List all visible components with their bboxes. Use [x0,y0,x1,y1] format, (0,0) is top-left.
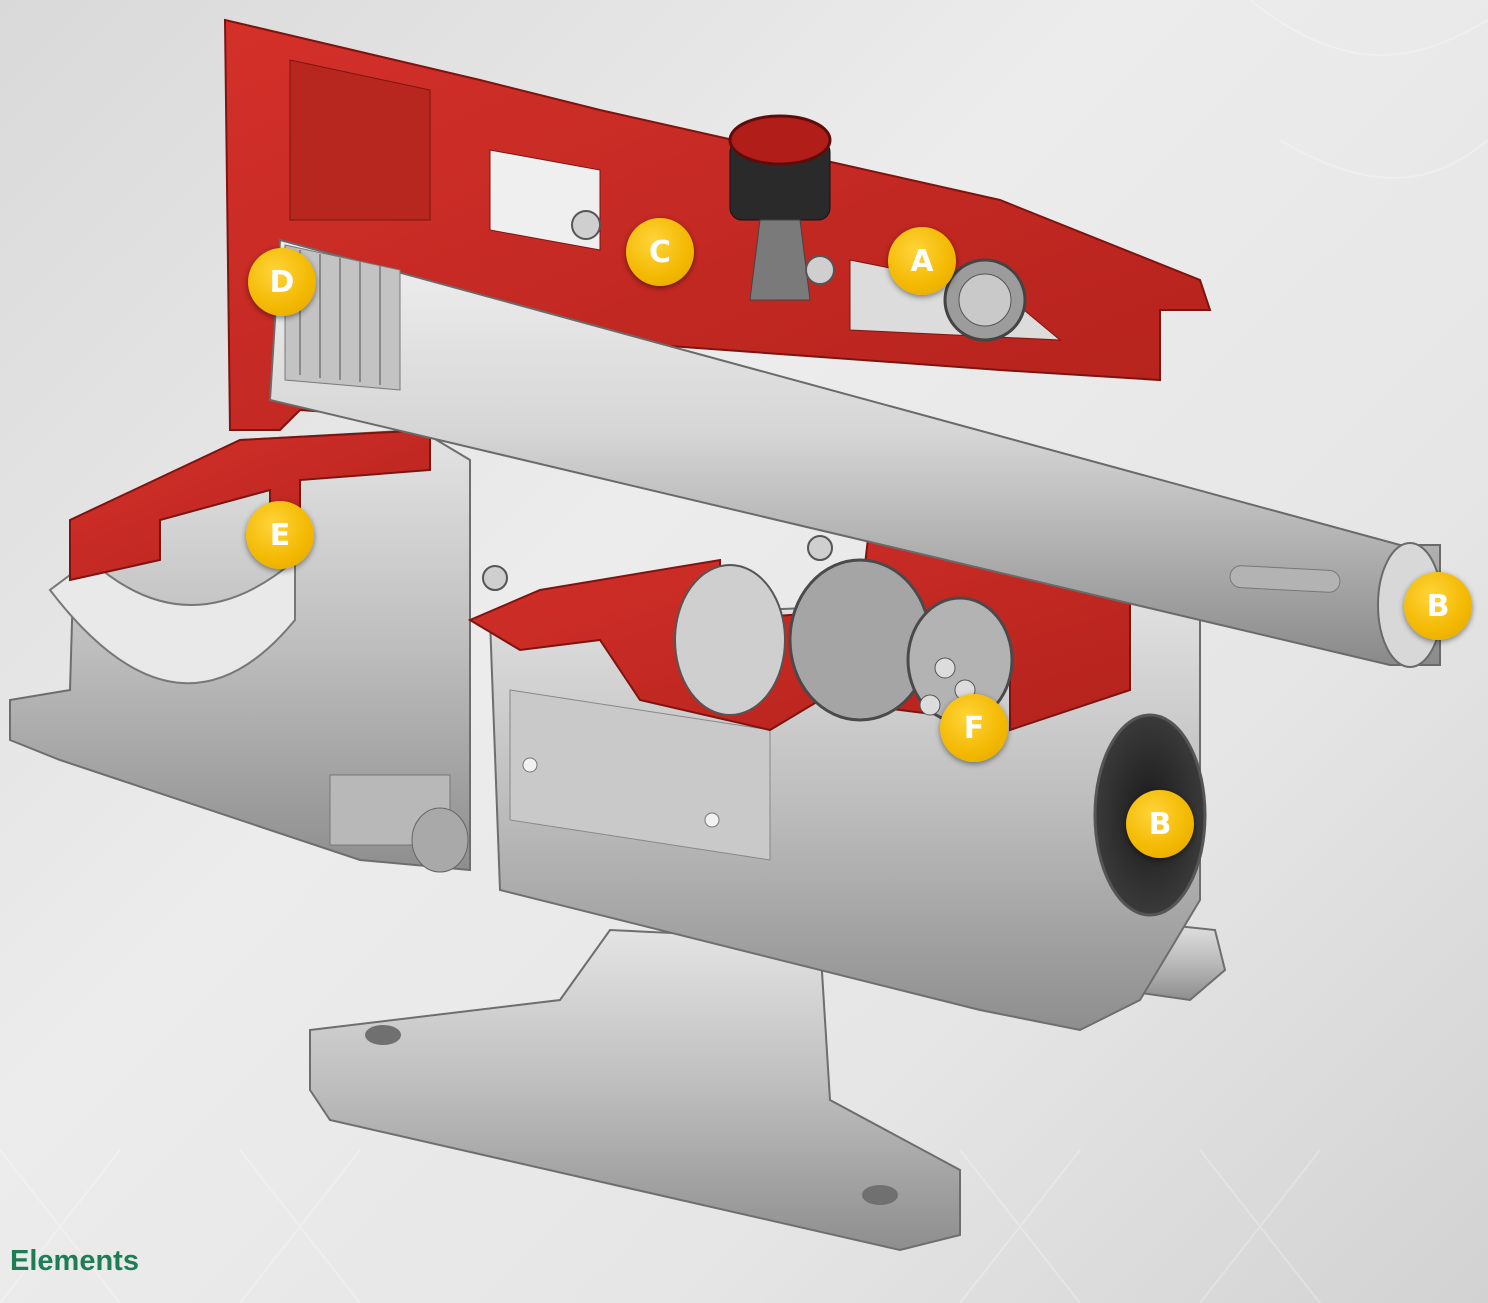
callout-a: A [888,227,956,295]
rotor-gear [674,558,1014,724]
bolts [482,210,835,591]
callout-e: E [246,501,314,569]
section-heading: Elements [10,1245,139,1277]
idler-gear [943,258,1027,342]
relief-valve [728,114,832,301]
callout-f: F [940,694,1008,762]
callout-b-shaft: B [1404,572,1472,640]
callout-b-port: B [1126,790,1194,858]
callout-c: C [626,218,694,286]
callout-d: D [248,248,316,316]
